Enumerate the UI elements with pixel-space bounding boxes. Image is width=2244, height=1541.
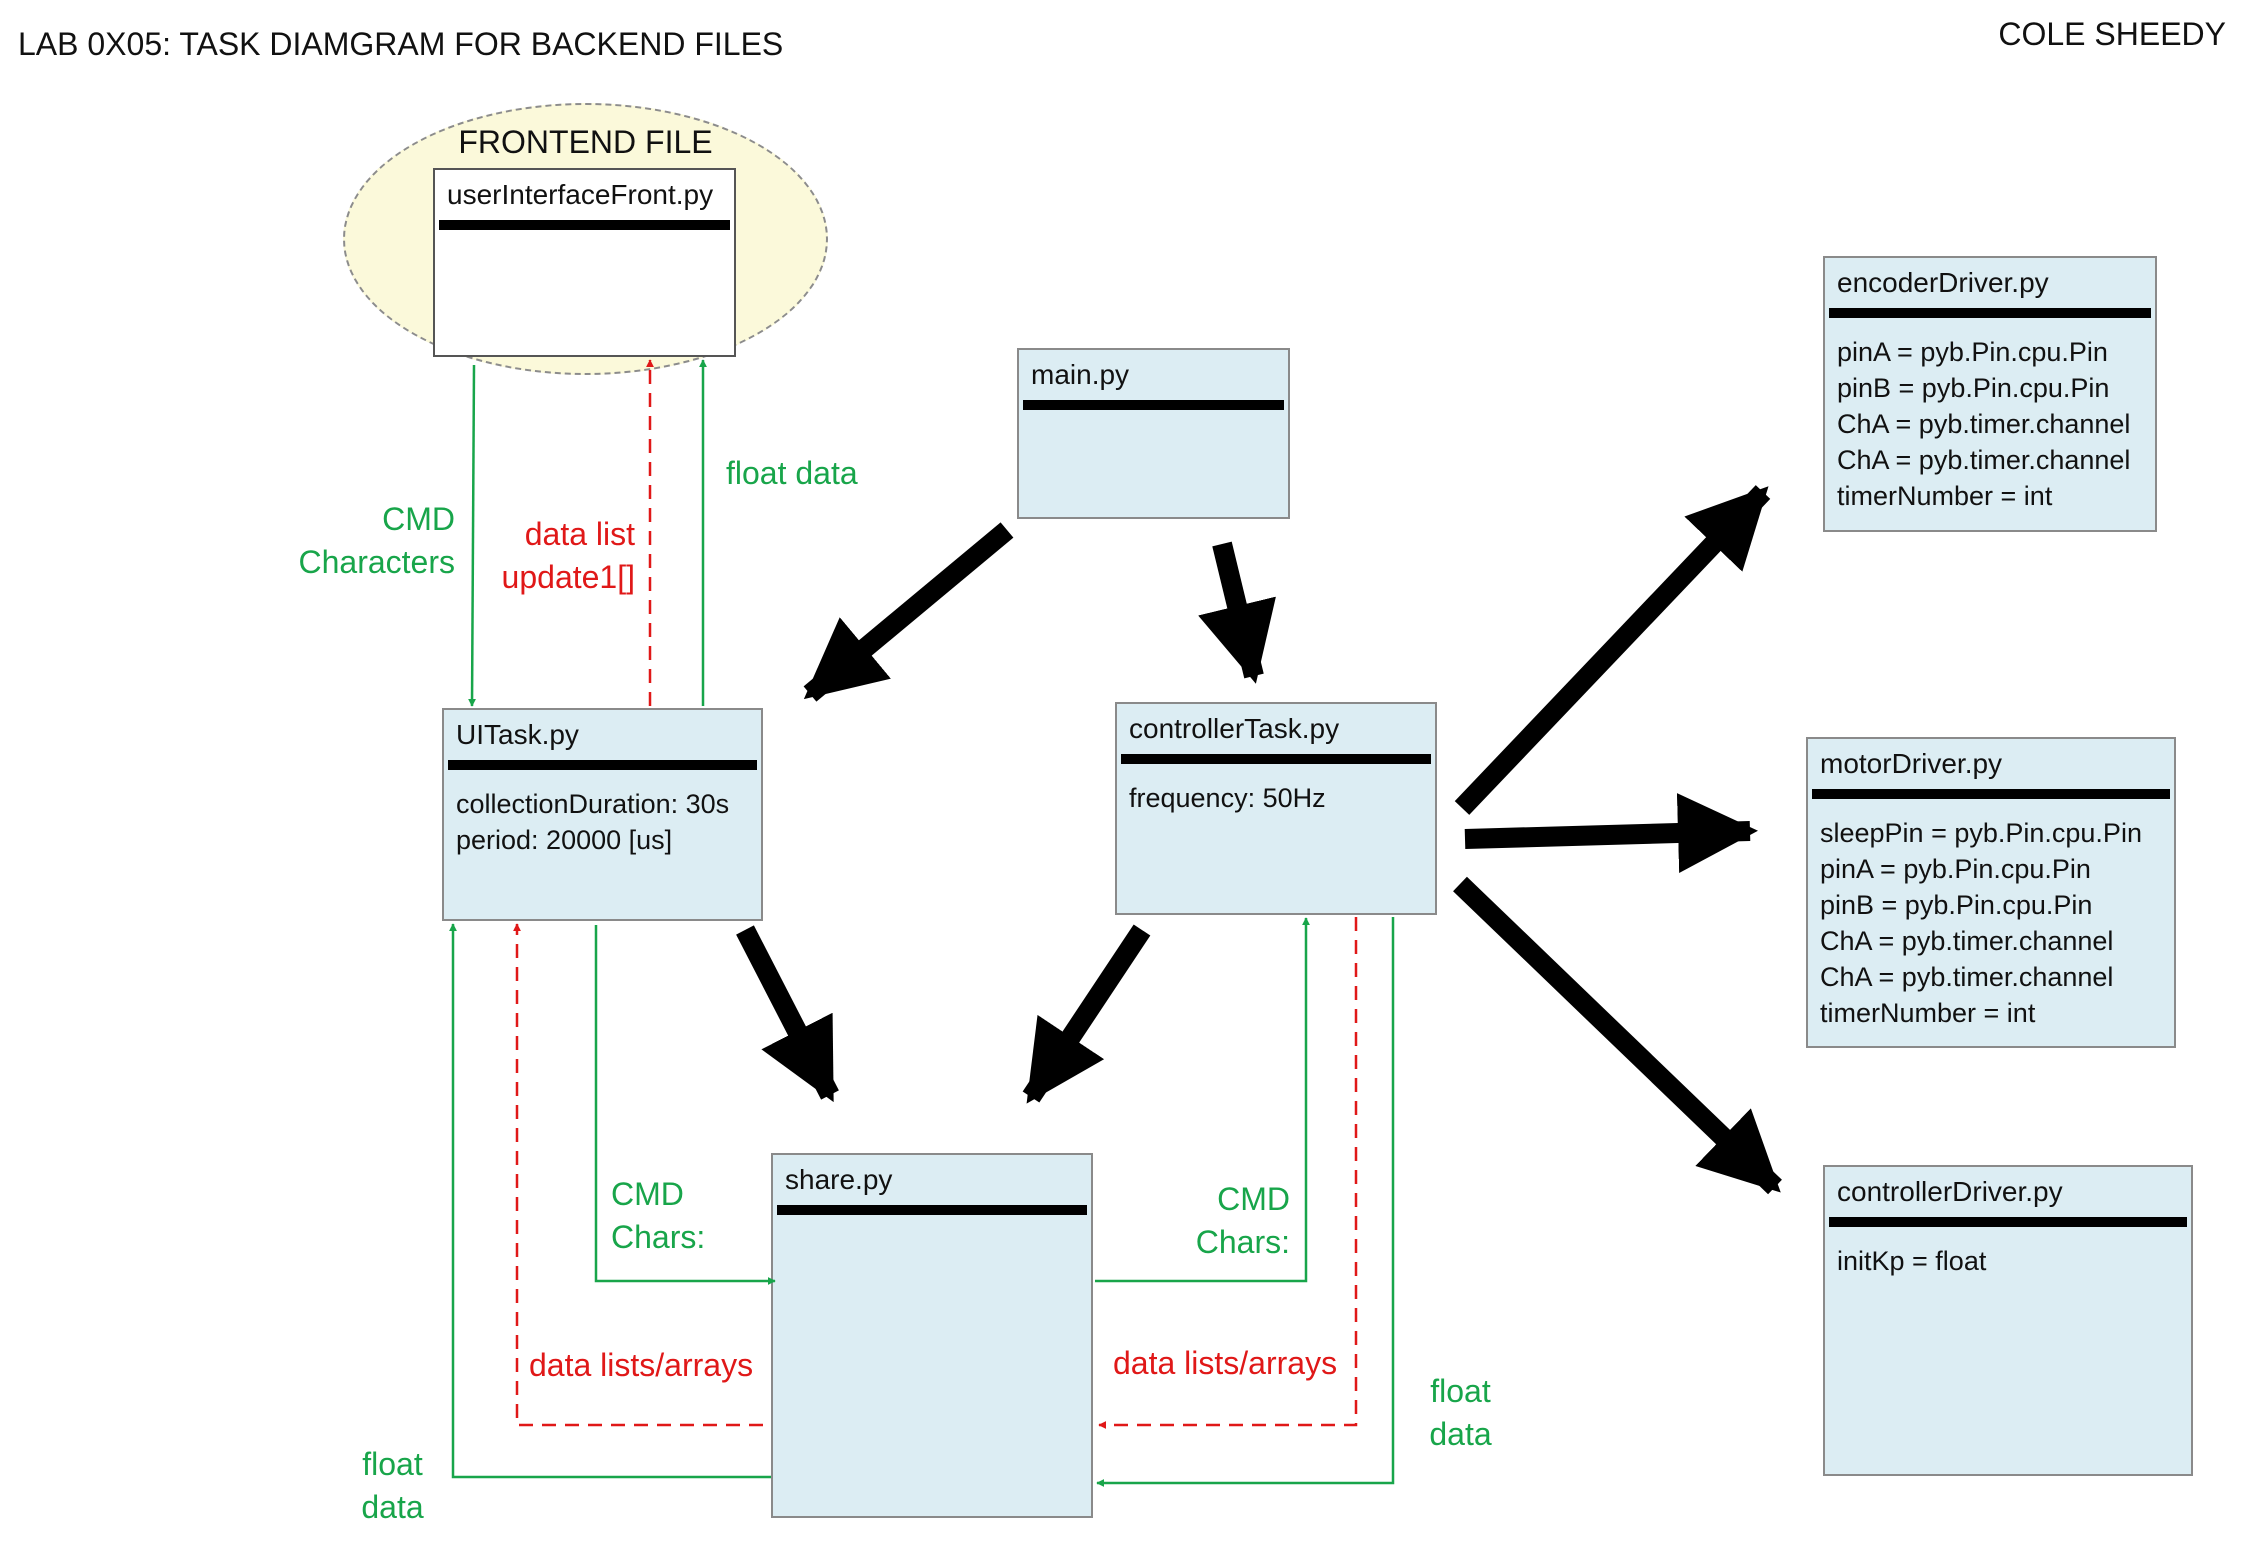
controllertask-to-controllerdriver-arrow [1453, 876, 1782, 1195]
data-lists-left-label: data lists/arrays [529, 1347, 754, 1383]
box-title: main.py [1031, 359, 1130, 390]
box-title: userInterfaceFront.py [447, 179, 714, 210]
box-attributes: sleepPin = pyb.Pin.cpu.Pin pinA = pyb.Pi… [1808, 799, 2174, 1031]
main-to-controllertask-arrow [1198, 541, 1276, 684]
attribute: pinB = pyb.Pin.cpu.Pin [1820, 890, 2093, 920]
uitask-cmd-chars-arrow [594, 925, 776, 1285]
box-title: UITask.py [456, 719, 579, 750]
attribute: ChA = pyb.timer.channel [1820, 926, 2114, 956]
main-to-uitask-arrow [803, 522, 1014, 702]
attribute: collectionDuration: 30s [456, 789, 730, 819]
frontend-file-box[interactable]: userInterfaceFront.py [433, 168, 736, 357]
controllertask-to-share-arrow [1022, 924, 1151, 1104]
data-lists-right-label: data lists/arrays [1113, 1345, 1338, 1381]
box-title: encoderDriver.py [1837, 267, 2049, 298]
cmd-characters-arrow [468, 364, 477, 707]
box-title: share.py [785, 1164, 893, 1195]
box-divider [1023, 400, 1284, 410]
float-data-left-label: float data [361, 1446, 424, 1525]
controllertask-float-data-arrow [1096, 917, 1395, 1487]
main-box[interactable]: main.py [1017, 348, 1290, 519]
attribute: period: 20000 [us] [456, 825, 673, 855]
attribute: ChA = pyb.timer.channel [1837, 409, 2131, 439]
data-list-update-label: data list update1[] [501, 516, 635, 595]
attribute: pinB = pyb.Pin.cpu.Pin [1837, 373, 2110, 403]
cmd-characters-label: CMD Characters [298, 501, 456, 580]
cmd-chars-left-label: CMD Chars: [611, 1176, 706, 1255]
box-divider [439, 220, 730, 230]
controller-driver-box[interactable]: controllerDriver.py initKp = float [1823, 1165, 2193, 1476]
attribute: timerNumber = int [1820, 998, 2036, 1028]
box-divider [1812, 789, 2170, 799]
attribute: frequency: 50Hz [1129, 783, 1326, 813]
controllertask-box[interactable]: controllerTask.py frequency: 50Hz [1115, 702, 1437, 915]
attribute: initKp = float [1837, 1246, 1987, 1276]
box-attributes: collectionDuration: 30s period: 20000 [u… [444, 770, 761, 858]
share-to-controllertask-cmd-chars-arrow [1095, 917, 1310, 1283]
box-divider [1829, 308, 2151, 318]
attribute: pinA = pyb.Pin.cpu.Pin [1837, 337, 2108, 367]
box-title: motorDriver.py [1820, 748, 2003, 779]
attribute: ChA = pyb.timer.channel [1820, 962, 2114, 992]
attribute: timerNumber = int [1837, 481, 2053, 511]
attribute: pinA = pyb.Pin.cpu.Pin [1820, 854, 2091, 884]
attribute: sleepPin = pyb.Pin.cpu.Pin [1820, 818, 2142, 848]
uitask-to-share-arrow [736, 925, 839, 1103]
motor-driver-box[interactable]: motorDriver.py sleepPin = pyb.Pin.cpu.Pi… [1806, 737, 2176, 1048]
box-attributes: pinA = pyb.Pin.cpu.Pin pinB = pyb.Pin.cp… [1825, 318, 2155, 514]
float-data-right-label: float data [1429, 1373, 1492, 1452]
box-divider [1121, 754, 1431, 764]
uitask-box[interactable]: UITask.py collectionDuration: 30s period… [442, 708, 763, 921]
page-title: LAB 0X05: TASK DIAMGRAM FOR BACKEND FILE… [18, 26, 784, 62]
box-divider [1829, 1217, 2187, 1227]
share-to-uitask-data-lists-arrow [513, 923, 763, 1427]
box-title: controllerTask.py [1129, 713, 1340, 744]
box-divider [777, 1205, 1087, 1215]
box-attributes: frequency: 50Hz [1117, 764, 1435, 816]
share-to-uitask-float-data-arrow [449, 923, 771, 1479]
float-data-top-label: float data [726, 455, 858, 491]
attribute: ChA = pyb.timer.channel [1837, 445, 2131, 475]
encoder-driver-box[interactable]: encoderDriver.py pinA = pyb.Pin.cpu.Pin … [1823, 256, 2157, 532]
controllertask-data-lists-arrow [1098, 917, 1358, 1429]
box-title: controllerDriver.py [1837, 1176, 2063, 1207]
frontend-group-label: FRONTEND FILE [458, 124, 713, 160]
box-attributes: initKp = float [1825, 1227, 2191, 1279]
share-box[interactable]: share.py [771, 1153, 1093, 1518]
box-divider [448, 760, 757, 770]
cmd-chars-right-label: CMD Chars: [1195, 1181, 1290, 1260]
controllertask-to-motor-arrow [1464, 793, 1758, 874]
author-name: COLE SHEEDY [1998, 16, 2226, 52]
controllertask-to-encoder-arrow [1454, 485, 1771, 815]
